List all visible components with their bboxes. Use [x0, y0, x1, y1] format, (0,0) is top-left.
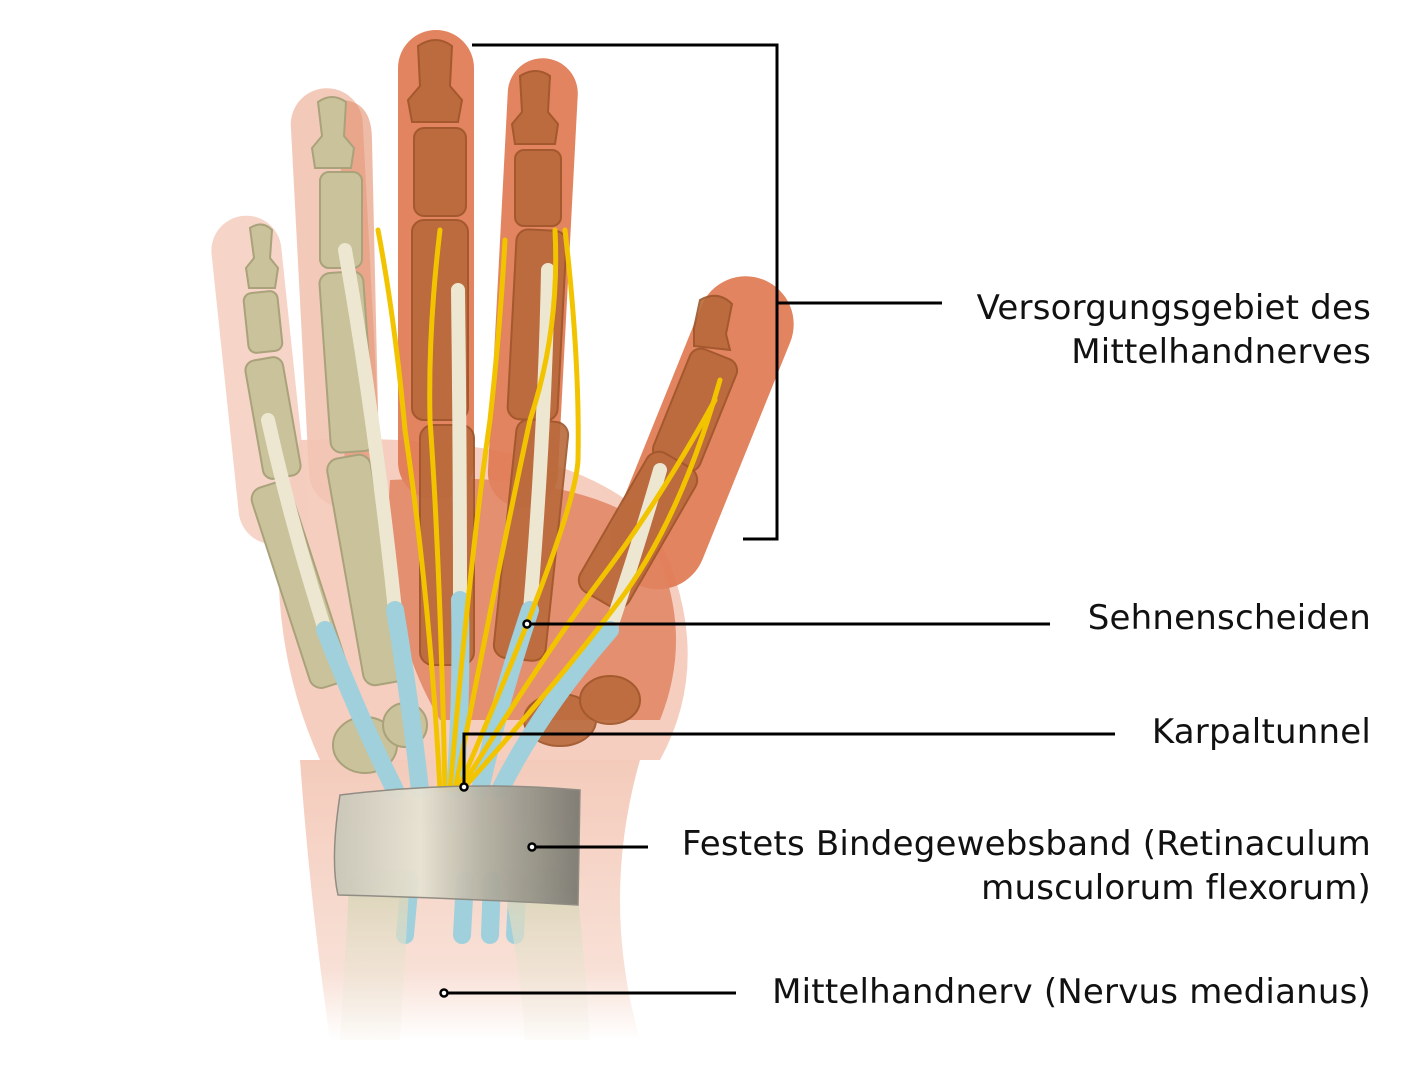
leader-tunnel: [462, 732, 1115, 787]
leader-lines: [444, 43, 1115, 995]
bracket-innervated-area: [472, 43, 779, 541]
endpoint-sheaths: [522, 619, 532, 629]
label-flexor-retinaculum: Festets Bindegewebsband (Retinaculum mus…: [681, 824, 1371, 908]
leader-endpoints: [439, 619, 537, 998]
endpoint-tunnel: [459, 782, 469, 792]
label-innervated-area: Versorgungsgebiet des Mittelhandnerves: [976, 288, 1371, 372]
median-nerve-branches: [375, 227, 723, 793]
endpoint-retinaculum: [527, 842, 537, 852]
label-median-nerve: Mittelhandnerv (Nervus medianus): [772, 972, 1371, 1012]
flexor-tendons: [261, 243, 667, 637]
forearm-bones: [340, 870, 590, 1040]
label-tendon-sheaths: Sehnenscheiden: [1087, 598, 1371, 638]
endpoint-nerve: [439, 988, 449, 998]
flexor-retinaculum-band: [333, 785, 581, 906]
label-carpal-tunnel: Karpaltunnel: [1151, 712, 1371, 752]
